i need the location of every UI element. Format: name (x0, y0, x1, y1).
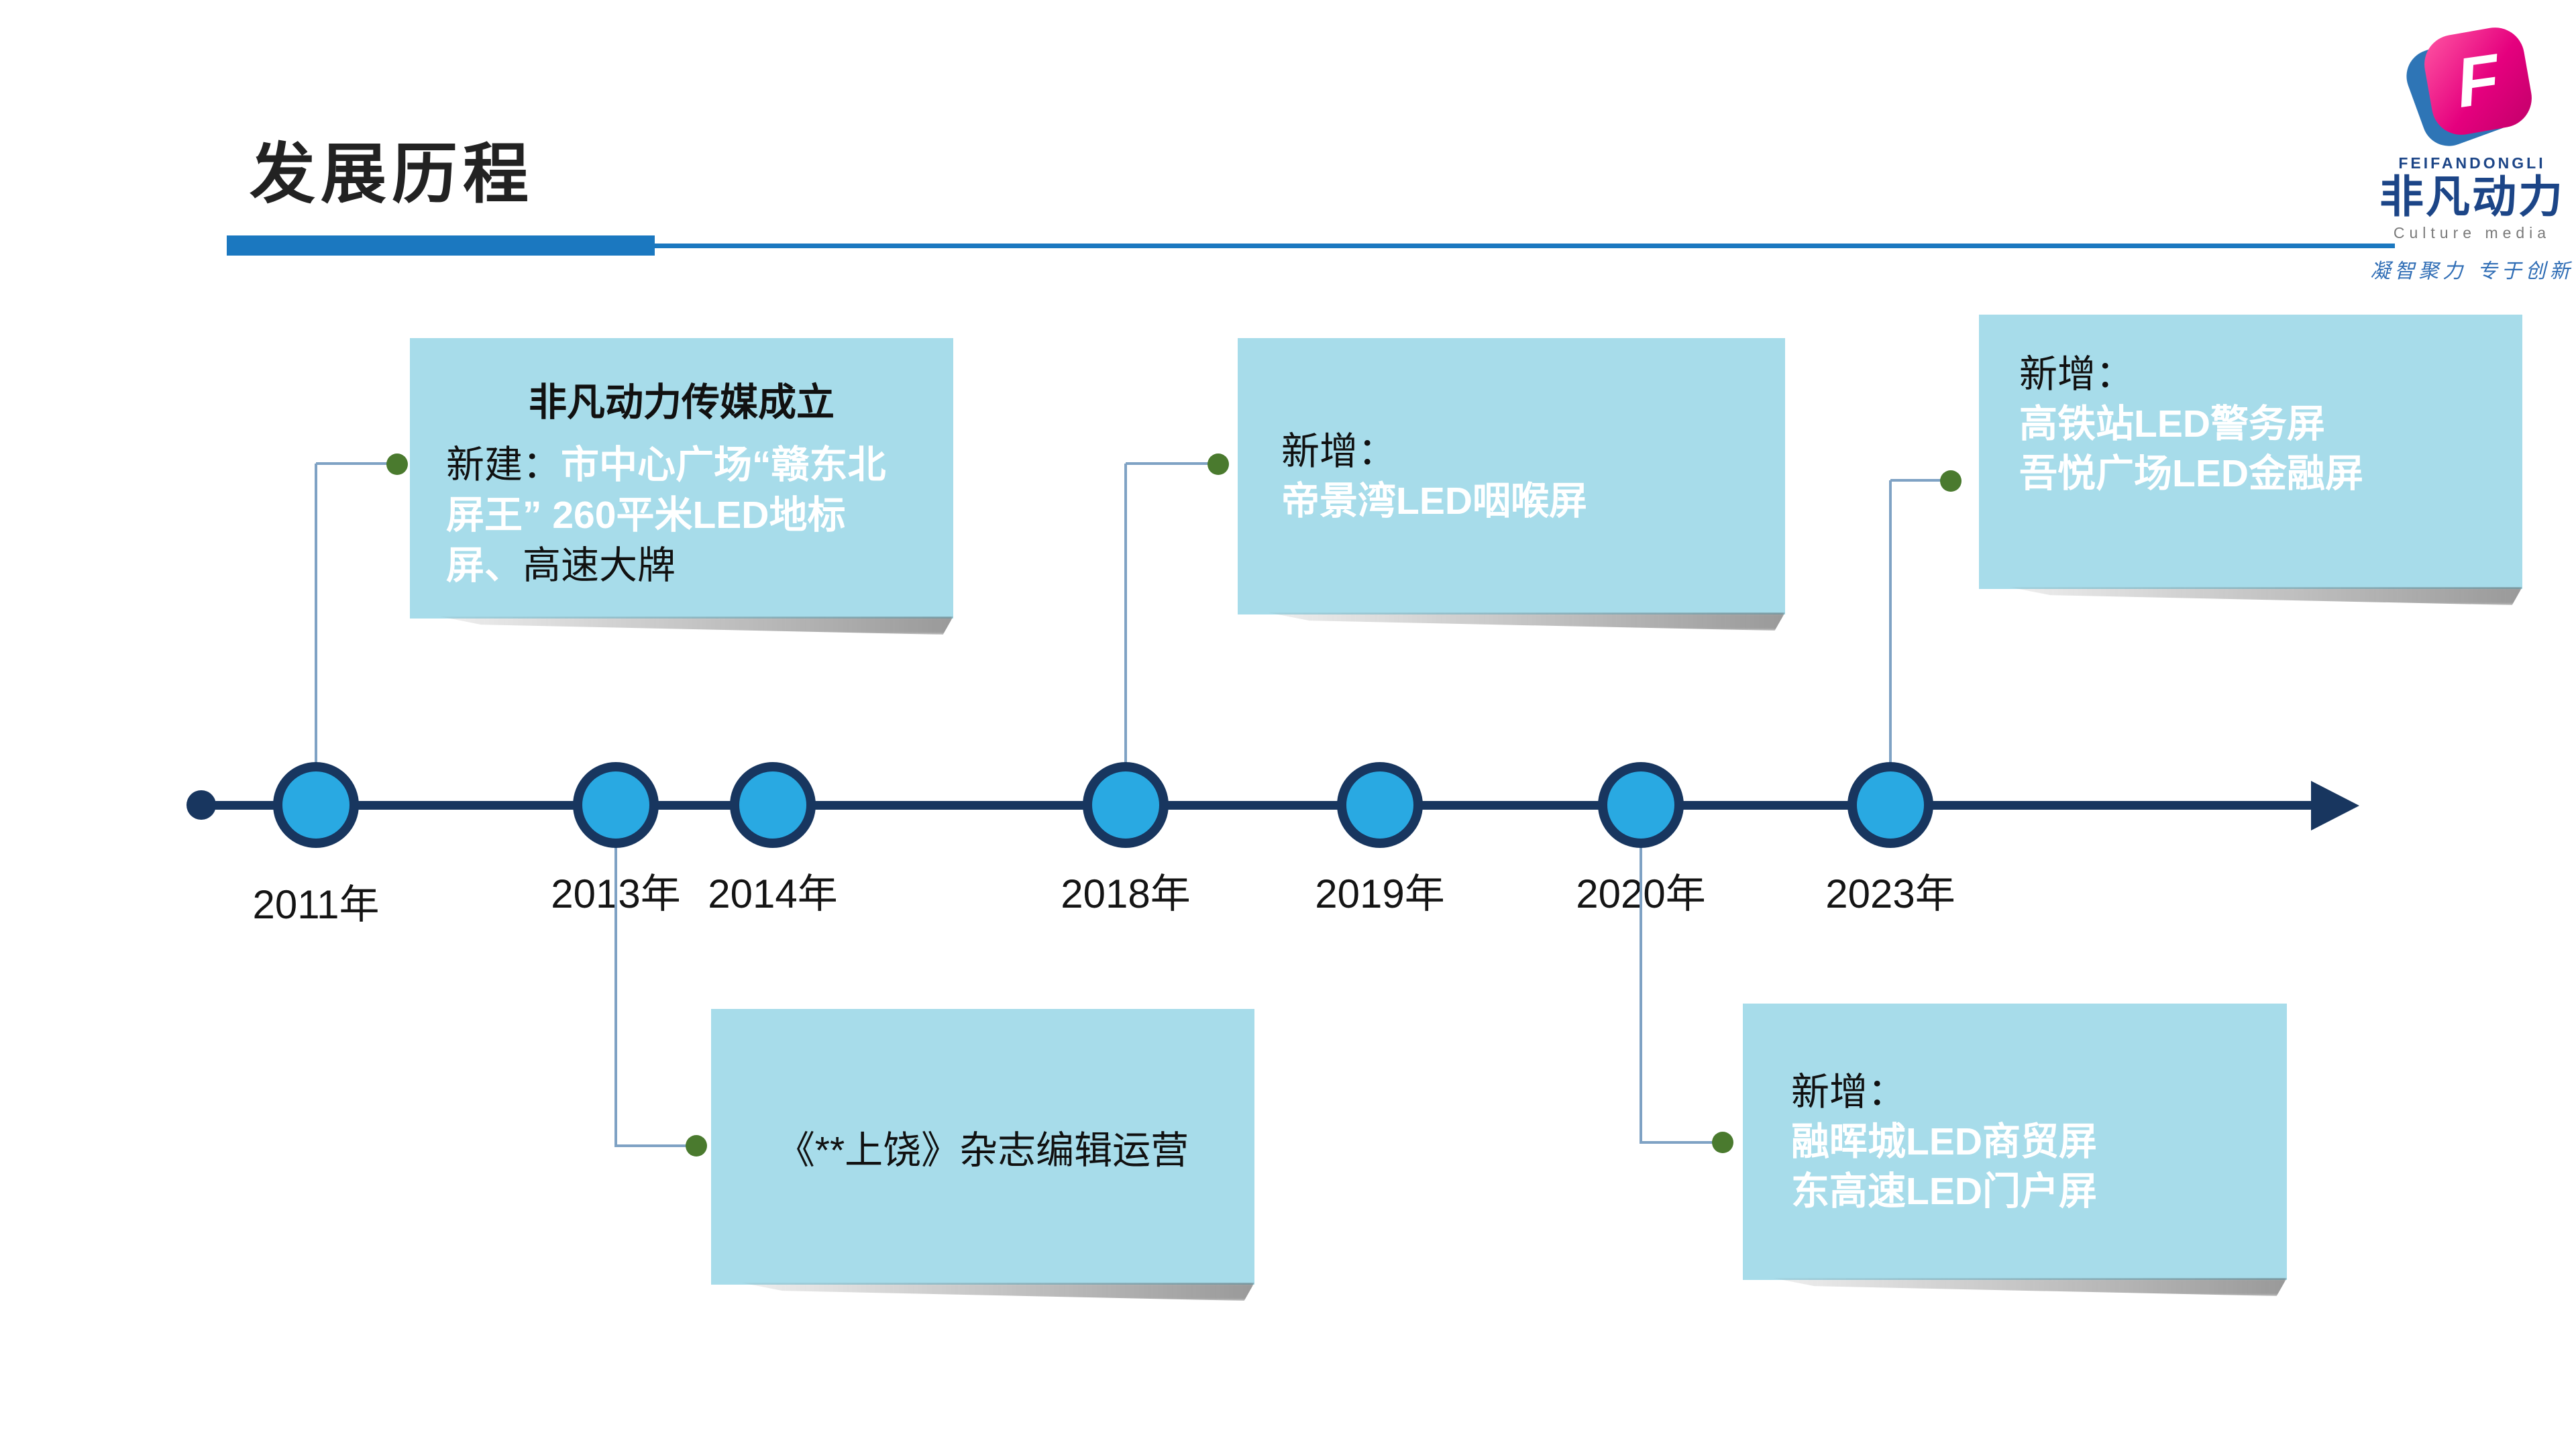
connector-2013-vertical (614, 845, 617, 1147)
page-title: 发展历程 (250, 137, 535, 211)
note-2013-text: 《**上饶》杂志编辑运营 (776, 1128, 1189, 1172)
year-label-2011: 2011年 (252, 882, 380, 927)
logo-f-icon: F (2398, 23, 2536, 154)
timeline-node-2019 (1337, 762, 1423, 848)
logo-f-letter: F (2451, 40, 2505, 123)
logo-pink-shape: F (2419, 23, 2536, 140)
year-label-2018: 2018年 (1061, 871, 1191, 916)
connector-2018-vertical (1124, 464, 1127, 769)
connector-2013-horizontal (614, 1144, 698, 1147)
anchor-dot-2011 (386, 453, 408, 475)
anchor-dot-2023 (1940, 470, 1962, 492)
note-2020-line2: 东高速LED门户屏 (1791, 1170, 2097, 1214)
note-2011-prefix: 新建： (446, 443, 561, 486)
timeline-node-2020 (1598, 762, 1684, 848)
logo-slogan: 凝智聚力 专于创新 (2370, 260, 2574, 284)
anchor-dot-2020 (1712, 1132, 1733, 1153)
anchor-dot-2018 (1208, 453, 1229, 475)
anchor-dot-2013 (686, 1135, 707, 1157)
note-2011-highlight: 市中心广场“赣东北屏王” 260平米LED地标屏、 (446, 443, 886, 588)
year-label-2014: 2014年 (708, 871, 838, 916)
note-2011-founding: 非凡动力传媒成立 新建：市中心广场“赣东北屏王” 260平米LED地标屏、高速大… (410, 338, 953, 619)
note-2011-text: 新建：市中心广场“赣东北屏王” 260平米LED地标屏、高速大牌 (446, 440, 917, 592)
connector-2011-vertical (315, 464, 317, 769)
note-2023-prefix: 新增： (2019, 353, 2134, 396)
note-2020-line1: 融晖城LED商贸屏 (1791, 1120, 2097, 1163)
year-label-2023: 2023年 (1825, 871, 1955, 916)
note-2018-line1: 帝景湾LED咽喉屏 (1281, 480, 1587, 523)
connector-2018-horizontal (1126, 462, 1220, 465)
note-2020-prefix: 新增： (1791, 1070, 1906, 1114)
timeline-node-2011 (273, 762, 359, 848)
note-2018-prefix: 新增： (1281, 429, 1396, 473)
timeline-node-2023 (1847, 762, 1933, 848)
logo-latin-name: FEIFANDONGLI (2398, 154, 2546, 172)
logo-subtitle: Culture media (2393, 224, 2551, 242)
title-underline-thin (228, 244, 2395, 248)
connector-2023-vertical (1889, 480, 1892, 769)
timeline-node-2013 (573, 762, 659, 848)
logo-company-name: 非凡动力 (2379, 172, 2565, 221)
timeline-axis (201, 801, 2318, 810)
note-2013: 《**上饶》杂志编辑运营 (711, 1009, 1254, 1285)
timeline-arrowhead-icon (2311, 781, 2359, 830)
connector-2020-horizontal (1640, 1141, 1724, 1144)
connector-2020-vertical (1640, 845, 1642, 1144)
timeline-node-2014 (730, 762, 816, 848)
note-2023-line1: 高铁站LED警务屏 (2019, 402, 2325, 446)
logo: F FEIFANDONGLI 非凡动力 Culture media 凝智聚力 专… (2345, 23, 2576, 284)
note-2018: 新增： 帝景湾LED咽喉屏 (1238, 338, 1785, 614)
year-label-2019: 2019年 (1315, 871, 1445, 916)
title-underline-thick (227, 235, 655, 256)
note-2023: 新增： 高铁站LED警务屏 吾悦广场LED金融屏 (1979, 315, 2522, 589)
note-2011-suffix: 高速大牌 (523, 544, 676, 588)
note-2011-title: 非凡动力传媒成立 (529, 381, 835, 424)
note-2023-line2: 吾悦广场LED金融屏 (2019, 452, 2363, 496)
connector-2011-horizontal (316, 462, 396, 465)
timeline-start-dot (186, 790, 216, 820)
connector-2023-horizontal (1890, 479, 1952, 482)
timeline-node-2018 (1083, 762, 1169, 848)
note-2020: 新增： 融晖城LED商贸屏 东高速LED门户屏 (1743, 1004, 2287, 1280)
